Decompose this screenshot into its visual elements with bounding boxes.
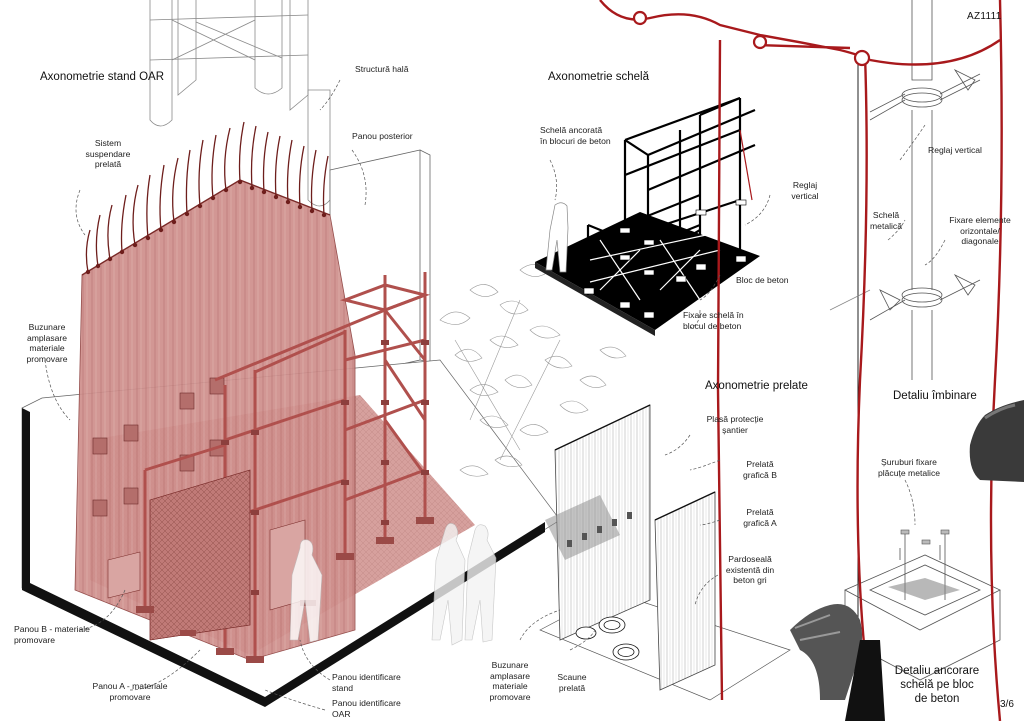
title-detaliu-imbinare: Detaliu îmbinare [893, 390, 977, 402]
title-schela: Axonometrie schelă [548, 71, 649, 83]
label-schela-ancorata: Schelă ancorată în blocuri de beton [540, 125, 611, 146]
curtain-pockets [92, 377, 225, 517]
label-buzunare-prelate: Buzunare amplasare materiale promovare [489, 660, 531, 702]
suspension-knots [85, 179, 327, 275]
label-prelata-a: Prelată grafică A [743, 507, 777, 528]
hand-photo-right [969, 400, 1024, 482]
title-detaliu-ancorare: Detaliu ancorare schelă pe bloc de beton [894, 665, 980, 705]
label-bloc-beton: Bloc de beton [736, 275, 789, 285]
title-prelate: Axonometrie prelate [705, 380, 808, 392]
detail-panel [829, 0, 1001, 700]
red-grommets [632, 10, 871, 67]
tarp-axonometry [539, 404, 791, 701]
foliage [439, 264, 627, 477]
people-figures [289, 523, 497, 646]
label-buzunare-stand: Buzunare amplasare materiale promovare [26, 322, 68, 364]
hand-photo-bottom [790, 604, 885, 721]
label-fixare-schela: Fixare schelă în blocul de beton [683, 310, 744, 331]
scaffold-axonometry [535, 96, 760, 336]
label-panou-posterior: Panou posterior [352, 131, 413, 141]
leader-lines [44, 79, 946, 711]
hall-truss [149, 0, 331, 207]
label-reglaj-vertical-schela: Reglaj vertical [791, 180, 819, 201]
label-plasa-protectie: Plasă protecție șantier [706, 414, 764, 435]
label-panou-id-stand: Panou identificare stand [332, 672, 401, 693]
label-pardoseala: Pardoseală existentă din beton gri [725, 554, 775, 585]
label-prelata-b: Prelată grafică B [743, 459, 777, 480]
suspension-cords [85, 121, 329, 273]
label-sistem-suspendare: Sistem suspendare prelată [85, 138, 131, 169]
title-stand-oar: Axonometrie stand OAR [40, 71, 165, 83]
label-scaune: Scaune prelată [557, 672, 587, 693]
label-panou-id-oar: Panou identificare OAR [332, 698, 401, 719]
label-fixare-elemente: Fixare elemente orizontale/ diagonale [949, 215, 1011, 246]
label-suruburi: Șuruburi fixare plăcuțe metalice [877, 457, 941, 478]
label-panou-b: Panou B - materiale promovare [14, 624, 90, 645]
sheet-code: AZ1111 [967, 11, 1002, 22]
label-schela-metalica: Schelă metalică [870, 210, 902, 231]
label-reglaj-vertical-detaliu: Reglaj vertical [928, 145, 982, 155]
label-panou-a: Panou A - materiale promovare [92, 681, 168, 702]
label-structura-hala: Structură hală [355, 64, 409, 74]
page-number: 3/6 [1000, 699, 1014, 710]
